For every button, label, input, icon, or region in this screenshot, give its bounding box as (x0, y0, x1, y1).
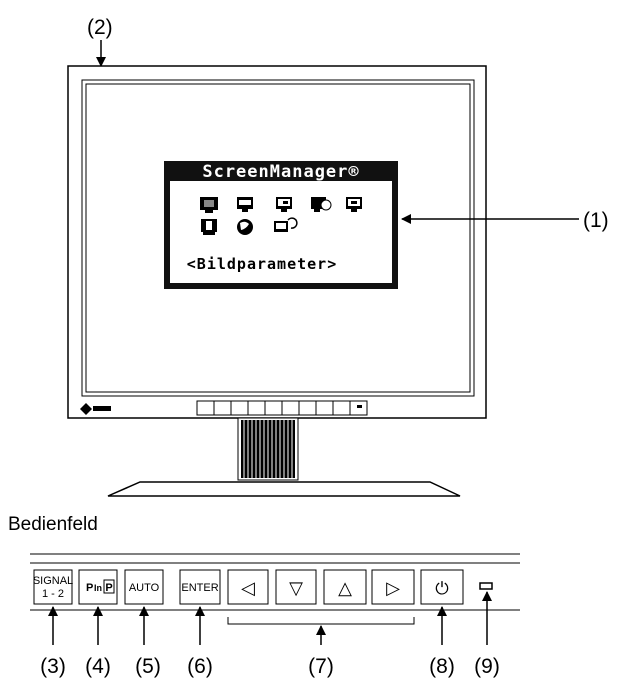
down-button[interactable] (275, 569, 317, 605)
callout-5: (5) (135, 655, 161, 678)
auto-button[interactable] (124, 569, 164, 605)
callout-2: (2) (87, 16, 113, 39)
callout-3: (3) (40, 655, 66, 678)
enter-button-label: ENTER (181, 582, 218, 594)
front-button[interactable] (196, 400, 215, 416)
power-button[interactable] (420, 569, 464, 605)
reset-icon[interactable] (274, 217, 298, 232)
front-button[interactable] (315, 400, 334, 416)
callout-4: (4) (85, 655, 111, 678)
front-button[interactable] (281, 400, 300, 416)
pinp-label-in: In (94, 583, 102, 593)
screen-icon[interactable] (200, 197, 218, 213)
osd-menu-label: <Bildparameter> (187, 255, 337, 273)
pip-icon[interactable] (276, 197, 292, 212)
callout-8: (8) (429, 655, 455, 678)
front-buttons (196, 400, 368, 416)
monitor: ScreenManager® (67, 65, 487, 497)
front-button[interactable] (332, 400, 351, 416)
power-led (357, 405, 362, 408)
control-panel: SIGNAL 1 - 2 P In P AUTO ENTER ◁ ▽ △ ▷ ⏻ (30, 553, 520, 611)
right-arrow-icon: ▷ (386, 578, 400, 598)
up-arrow-icon: △ (338, 578, 352, 598)
pinp-inner-box (103, 579, 115, 594)
up-button[interactable] (323, 569, 367, 605)
callout-1: (1) (583, 209, 609, 232)
left-arrow-icon: ◁ (241, 578, 255, 598)
pinp-label-p: P (86, 582, 93, 594)
stand-base (107, 481, 461, 497)
signal-button-label: SIGNAL (33, 575, 73, 587)
powermanager-icon[interactable] (311, 197, 332, 212)
color-icon[interactable] (237, 197, 253, 212)
brand-logo-icon (80, 403, 111, 415)
front-button[interactable] (264, 400, 283, 416)
front-button[interactable] (247, 400, 266, 416)
right-button[interactable] (371, 569, 415, 605)
front-button[interactable] (213, 400, 232, 416)
down-arrow-icon: ▽ (289, 578, 303, 598)
auto-button-label: AUTO (129, 582, 160, 594)
language-icon[interactable] (237, 219, 253, 235)
power-icon: ⏻ (435, 579, 449, 598)
front-button[interactable] (298, 400, 317, 416)
info-icon[interactable] (201, 219, 217, 235)
left-button[interactable] (227, 569, 269, 605)
callout-7-bracket (227, 617, 415, 625)
pinp-label-p-boxed: P (105, 582, 112, 594)
signal-button-sub: 1 - 2 (42, 588, 64, 600)
signal-button[interactable] (33, 569, 73, 605)
control-panel-heading: Bedienfeld (8, 514, 98, 535)
screenmanager-osd: ScreenManager® (164, 161, 398, 289)
osd-title: ScreenManager® (202, 162, 359, 182)
others-icon[interactable] (346, 197, 362, 212)
front-button[interactable] (230, 400, 249, 416)
enter-button[interactable] (179, 569, 221, 605)
monitor-stand (107, 417, 461, 497)
power-indicator-led (479, 582, 493, 590)
callout-7: (7) (308, 655, 334, 678)
callout-6: (6) (187, 655, 213, 678)
callout-9: (9) (474, 655, 500, 678)
